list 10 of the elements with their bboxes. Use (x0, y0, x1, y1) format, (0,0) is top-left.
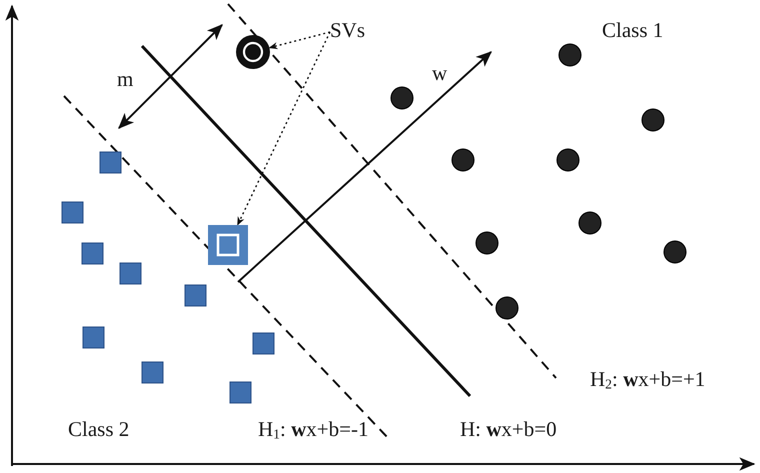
annotation-label: H$_{1}$: wx+b=-1 (258, 418, 368, 442)
node-label: SVs (330, 17, 366, 43)
leader-line (268, 31, 330, 50)
annotation-label: H$_{2}$: wx+b=+1 (590, 368, 706, 392)
annotation-label: m (117, 68, 134, 92)
annotation-label: Class 1 (602, 19, 664, 42)
annotation-label: Class 2 (68, 418, 130, 442)
annotation-label: H: wx+b=0 (460, 418, 557, 442)
annotation-label: w (432, 62, 448, 86)
leader-line (236, 32, 331, 226)
